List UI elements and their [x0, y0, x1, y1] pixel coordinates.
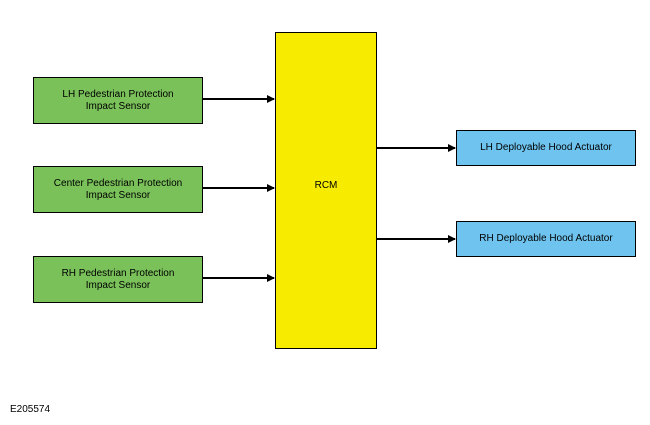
lh-deployable-hood-actuator-box: LH Deployable Hood Actuator [456, 130, 636, 166]
lh-pedestrian-impact-sensor-box: LH Pedestrian Protection Impact Sensor [33, 77, 203, 124]
lh-actuator-label: LH Deployable Hood Actuator [480, 142, 612, 153]
lh-sensor-label: LH Pedestrian Protection Impact Sensor [62, 88, 174, 112]
figure-id: E205574 [10, 404, 51, 415]
rcm-label: RCM [314, 180, 338, 191]
rh-actuator-label: RH Deployable Hood Actuator [479, 233, 613, 244]
rh-sensor-label: RH Pedestrian Protection Impact Sensor [61, 267, 175, 291]
center-sensor-label: Center Pedestrian Protection Impact Sens… [53, 177, 183, 201]
rh-deployable-hood-actuator-box: RH Deployable Hood Actuator [456, 221, 636, 257]
rcm-module-box: RCM [275, 32, 377, 349]
center-pedestrian-impact-sensor-box: Center Pedestrian Protection Impact Sens… [33, 166, 203, 213]
rh-pedestrian-impact-sensor-box: RH Pedestrian Protection Impact Sensor [33, 256, 203, 303]
